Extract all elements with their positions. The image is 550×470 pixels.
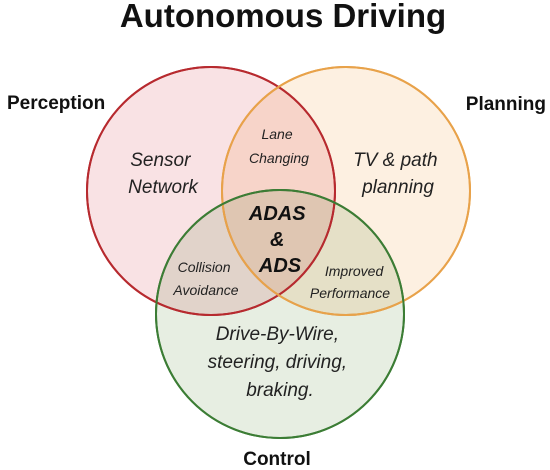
perception-control-line: Avoidance — [172, 282, 238, 298]
perception-control-label: Collision Avoidance — [172, 259, 238, 298]
control-outline — [155, 189, 405, 439]
planning-control-line: Performance — [310, 285, 390, 301]
center-line: & — [270, 229, 284, 251]
perception-only-line: Network — [128, 177, 199, 198]
diagram-title: Autonomous Driving — [120, 0, 446, 34]
center-line: ADAS — [248, 203, 306, 225]
perception-planning-label: Lane Changing — [249, 126, 309, 166]
perception-set-label: Perception — [7, 93, 105, 114]
planning-outline — [221, 66, 471, 316]
perception-control-line: Collision — [178, 259, 231, 275]
perception-only-line: Sensor — [130, 150, 191, 171]
planning-control-line: Improved — [325, 263, 385, 279]
control-only-label: Drive-By-Wire, steering, driving, brakin… — [208, 324, 353, 401]
center-line: ADS — [258, 255, 302, 277]
planning-only-line: planning — [361, 177, 434, 198]
venn-outlines — [86, 66, 471, 439]
perception-only-label: Sensor Network — [128, 150, 199, 198]
perception-planning-line: Changing — [249, 150, 309, 166]
center-label: ADAS & ADS — [248, 203, 311, 277]
planning-control-label: Improved Performance — [310, 263, 390, 301]
perception-planning-line: Lane — [261, 126, 292, 142]
perception-outline — [86, 66, 336, 316]
control-only-line: steering, driving, — [208, 352, 347, 373]
planning-only-label: TV & path planning — [353, 150, 443, 198]
control-set-label: Control — [243, 449, 311, 470]
control-only-line: braking. — [246, 380, 314, 401]
planning-set-label: Planning — [466, 94, 546, 115]
control-only-line: Drive-By-Wire, — [216, 324, 339, 345]
planning-only-line: TV & path — [353, 150, 438, 171]
